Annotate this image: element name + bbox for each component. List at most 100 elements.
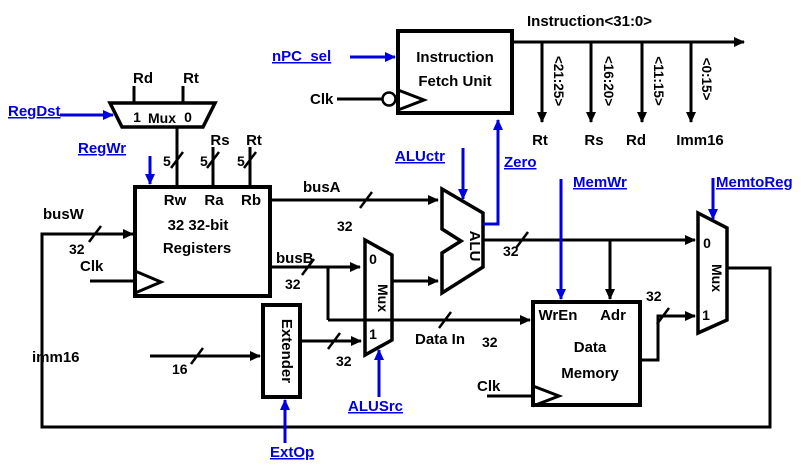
memtoreg-label: MemtoReg — [716, 174, 793, 191]
ifu-clock: Clk — [310, 88, 429, 112]
alusrc-mux-input-1: 1 — [369, 326, 377, 342]
field-name-rd: Rd — [626, 132, 646, 149]
regdst-mux-label: Mux — [148, 110, 176, 126]
field-bits-label: <0:15> — [699, 58, 714, 101]
registers-title-line2: Registers — [163, 240, 231, 257]
extender-block — [261, 303, 302, 399]
extender-out-wire — [300, 332, 362, 350]
ifu-clk-label: Clk — [310, 91, 334, 108]
bus-width-slash — [170, 151, 184, 169]
registers-block — [133, 185, 272, 298]
busw-width-label: 32 — [69, 241, 85, 257]
regdst-mux-inputs — [132, 86, 185, 103]
alu-out-wire — [483, 231, 696, 300]
ra-width-label: 5 — [200, 153, 208, 169]
regdst-rt-label: Rt — [183, 70, 199, 87]
alusrc-mux-label: Mux — [375, 284, 391, 312]
regwr-label: RegWr — [78, 140, 126, 157]
ifu-title-line2: Fetch Unit — [418, 73, 491, 90]
zero-signal — [483, 119, 503, 226]
bus-width-slash — [515, 231, 529, 249]
bus-width-slash — [327, 332, 341, 350]
busw-label: busW — [43, 206, 85, 223]
bus-width-slash — [301, 258, 315, 276]
alusrc-label: ALUSrc — [348, 398, 403, 415]
mem-out-width-label: 32 — [646, 288, 662, 304]
registers-port-rw: Rw — [164, 192, 187, 209]
data-memory-clk-label: Clk — [477, 378, 501, 395]
alusrc-mux — [363, 237, 394, 358]
extender-out-width-label: 32 — [336, 353, 352, 369]
registers-clock: Clk — [80, 258, 165, 295]
data-memory-title-line2: Memory — [561, 365, 619, 382]
field-bits-label: <11:15> — [651, 56, 666, 106]
data-memory-block — [531, 300, 642, 407]
ra-src-label: Rs — [210, 132, 229, 149]
extender-label: Extender — [278, 319, 295, 383]
data-memory-clock: Clk — [477, 378, 564, 408]
clock-edge-icon — [134, 269, 165, 295]
ifu-title-line1: Instruction — [416, 49, 494, 66]
rb-src-label: Rt — [246, 132, 262, 149]
zero-label: Zero — [504, 154, 537, 171]
imm16-wire — [150, 347, 261, 365]
instruction-fetch-unit — [396, 29, 514, 115]
aluctr-label: ALUctr — [395, 148, 445, 165]
busb-label: busB — [276, 250, 314, 267]
busw-feedback-wire — [40, 225, 772, 429]
extop-label: ExtOp — [270, 444, 314, 461]
regdst-mux — [107, 101, 218, 129]
busb-width-label: 32 — [285, 276, 301, 292]
regdst-mux-input-1: 1 — [133, 109, 141, 125]
data-memory-port-adr: Adr — [600, 307, 626, 324]
rb-wire — [243, 147, 257, 187]
clock-edge-icon — [532, 384, 564, 408]
data-memory-port-wren: WrEn — [539, 307, 578, 324]
regdst-rd-label: Rd — [133, 70, 153, 87]
memwr-label: MemWr — [573, 174, 627, 191]
memtoreg-mux-input-1: 1 — [702, 307, 710, 323]
registers-port-ra: Ra — [204, 192, 224, 209]
rw-wire — [170, 127, 184, 187]
clock-bubble-icon — [381, 91, 397, 107]
rb-width-label: 5 — [237, 153, 245, 169]
field-bits-label: <21:25> — [551, 56, 566, 106]
bus-width-slash — [88, 225, 102, 243]
regdst-mux-input-0: 0 — [184, 109, 192, 125]
alu-out-width-label: 32 — [503, 243, 519, 259]
bus-width-slash — [438, 311, 452, 329]
instruction-bus-label: Instruction<31:0> — [527, 13, 652, 30]
registers-clk-label: Clk — [80, 258, 104, 275]
ra-wire — [206, 147, 220, 187]
field-name-rs: Rs — [584, 132, 603, 149]
regdst-label: RegDst — [8, 103, 61, 120]
data-memory-title-line1: Data — [574, 339, 607, 356]
data-in-width-label: 32 — [482, 334, 498, 350]
busb-wire — [270, 258, 361, 320]
busa-wire — [270, 191, 439, 209]
npc-sel-label: nPC_sel — [272, 48, 331, 65]
rw-width-label: 5 — [163, 153, 171, 169]
bus-width-slash — [206, 151, 220, 169]
mem-out-wire — [640, 307, 696, 362]
imm16-width-label: 16 — [172, 361, 188, 377]
registers-title-line1: 32 32-bit — [168, 217, 229, 234]
busa-label: busA — [303, 179, 341, 196]
bus-width-slash — [656, 307, 670, 325]
field-bits-label: <16:20> — [601, 56, 616, 106]
bus-width-slash — [243, 151, 257, 169]
memtoreg-mux — [696, 210, 729, 336]
field-name-imm16: Imm16 — [676, 132, 724, 149]
clock-edge-icon — [397, 88, 429, 112]
registers-port-rb: Rb — [241, 192, 261, 209]
memtoreg-mux-input-0: 0 — [703, 235, 711, 251]
bus-width-slash — [359, 191, 373, 209]
memtoreg-mux-label: Mux — [709, 264, 725, 292]
field-name-rt: Rt — [532, 132, 548, 149]
alu-shape — [440, 185, 485, 297]
data-in-label: Data In — [415, 331, 465, 348]
alusrc-mux-input-0: 0 — [369, 251, 377, 267]
bus-width-slash — [190, 347, 204, 365]
data-in-wire — [328, 311, 531, 329]
